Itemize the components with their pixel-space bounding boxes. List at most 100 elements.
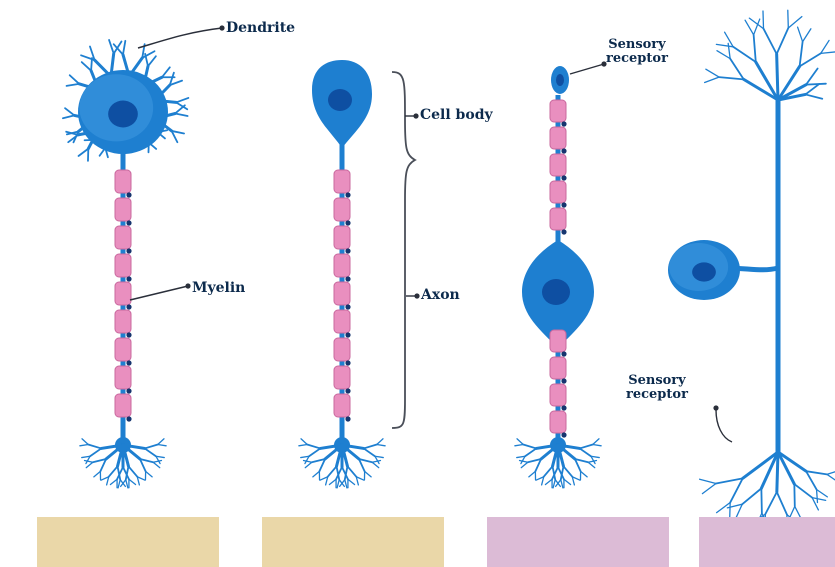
dendrite-branch — [593, 445, 601, 446]
node-of-ranvier — [345, 360, 350, 365]
dendrite-branch — [372, 462, 379, 467]
dendrite-branch — [730, 478, 743, 502]
dendrite-branch — [777, 54, 778, 100]
myelin-sheath — [115, 338, 131, 361]
dendrite-branch — [745, 20, 754, 35]
dendrite-branch — [588, 462, 595, 467]
myelin-sheath — [334, 310, 350, 333]
dendrite-branch — [544, 466, 553, 476]
leader-myelin-dot — [185, 283, 190, 288]
myelin-sheath — [550, 208, 566, 230]
myelin-sheath — [550, 330, 566, 352]
myelin-sheath — [115, 310, 131, 333]
node-of-ranvier — [126, 248, 131, 253]
dendrite-branch — [521, 462, 528, 467]
dendrite-branch — [80, 445, 88, 446]
node-of-ranvier — [561, 175, 566, 180]
answer-box-3 — [487, 517, 669, 567]
dendrite-branch — [529, 471, 536, 476]
node-of-ranvier — [561, 432, 566, 437]
dendrite-branch — [118, 480, 120, 488]
label-sensory-receptor-bottom: Sensory receptor — [626, 374, 688, 402]
myelin-sheath — [115, 198, 131, 221]
dendrite-branch — [706, 69, 719, 77]
dendrite-branch — [301, 439, 307, 445]
dendrite-branch — [827, 470, 835, 474]
dendrite-branch — [86, 462, 93, 467]
myelin-sheath — [334, 282, 350, 305]
nucleus — [692, 262, 716, 281]
node-of-ranvier — [561, 202, 566, 207]
dendrite-branch — [372, 461, 380, 463]
dendrite-branch — [817, 489, 828, 496]
dendrite-branch — [307, 445, 320, 449]
dendrite-branch — [158, 439, 164, 445]
dendrite-branch — [742, 488, 761, 504]
myelin-sheath — [550, 357, 566, 379]
dendrite-branch — [545, 479, 552, 484]
dendrite-branch — [364, 448, 375, 456]
dendrite-branch — [716, 478, 743, 483]
dendrite-branch — [805, 84, 819, 95]
myelin-sheath — [334, 170, 350, 193]
dendrite-branch — [299, 445, 307, 446]
dendrite-branch — [812, 498, 826, 501]
myelin-sheath — [550, 127, 566, 149]
node-of-ranvier — [126, 304, 131, 309]
dendrite-branch — [563, 466, 572, 476]
dendrite-branch — [580, 445, 593, 449]
unipolar-neuron — [299, 60, 385, 488]
label-sensory-receptor-top-line1: Sensory — [606, 38, 668, 52]
dendrite-branch — [365, 471, 372, 476]
dendrite-branch — [148, 56, 156, 66]
myelin-sheath — [115, 226, 131, 249]
dendrite-branch — [85, 461, 93, 463]
dendrite-branch — [123, 41, 125, 55]
dendrite-branch — [377, 445, 385, 446]
leader-sensory-bottom-dot — [713, 405, 718, 410]
label-cell-body: Cell body — [420, 107, 493, 123]
node-of-ranvier — [345, 220, 350, 225]
dendrite-branch — [82, 62, 91, 71]
dendrite-branch — [525, 448, 536, 456]
myelin-sheath — [115, 170, 131, 193]
dendrite-branch — [145, 448, 156, 456]
dendrite-branch — [817, 489, 818, 502]
dendrite-branch — [553, 480, 555, 488]
dendrite-branch — [129, 479, 136, 484]
dendrite-branch — [110, 479, 117, 484]
dendrite-branch — [175, 113, 187, 116]
leader-dendrite — [138, 28, 222, 48]
dendrite-branch — [109, 40, 114, 54]
dendrite-branch — [777, 492, 787, 515]
dendrite-branch — [145, 445, 158, 449]
dendrite-branch — [126, 480, 128, 488]
myelin-sheath — [550, 100, 566, 122]
dendrite-branch — [777, 452, 778, 492]
dendrite-branch — [593, 439, 599, 445]
dendrite-branch — [515, 445, 523, 446]
dendrite-branch — [806, 471, 827, 474]
dendrite-branch — [176, 98, 188, 102]
dendrite-branch — [345, 480, 347, 488]
dendrite-branch — [588, 461, 596, 463]
dendrite-branch — [730, 59, 744, 80]
leader-dendrite-dot — [219, 25, 224, 30]
node-of-ranvier — [345, 416, 350, 421]
dendrite-branch — [305, 462, 312, 467]
bipolar-neuron — [515, 66, 601, 488]
dendrite-branch — [763, 11, 764, 29]
node-of-ranvier — [561, 378, 566, 383]
multipolar-neuron — [63, 40, 188, 488]
node-of-ranvier — [126, 388, 131, 393]
label-myelin: Myelin — [192, 280, 245, 296]
leader-myelin — [130, 286, 188, 300]
dendrite-branch — [70, 75, 79, 84]
dendrite-branch — [153, 462, 160, 467]
dendrite-branch — [304, 461, 312, 463]
label-sensory-receptor-top: Sensory receptor — [606, 38, 668, 66]
myelin-sheath — [550, 411, 566, 433]
dendrite-branch — [309, 448, 320, 456]
dendrite-branch — [67, 84, 80, 86]
